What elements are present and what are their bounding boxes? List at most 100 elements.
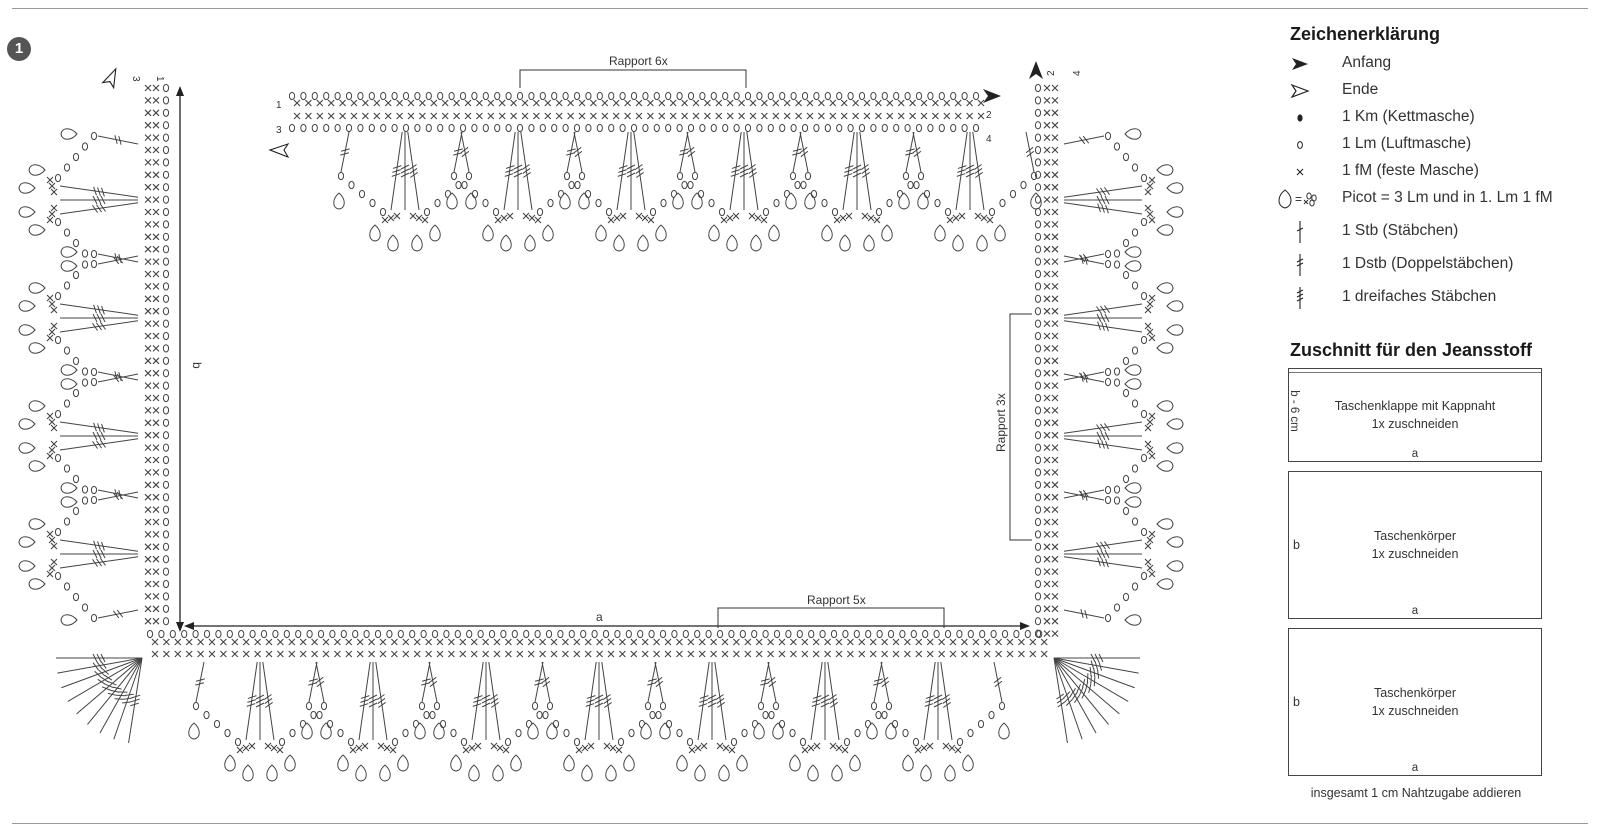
chain-stitch — [357, 91, 364, 101]
single-crochet-stitch — [528, 214, 536, 222]
chain-stitch — [1113, 142, 1121, 151]
stitch-tick — [912, 146, 921, 154]
picot-stitch — [18, 324, 36, 336]
chain-stitch — [979, 629, 986, 639]
chain-stitch — [563, 728, 570, 738]
stitch-tick — [1070, 688, 1076, 697]
chain-stitch — [1140, 571, 1148, 581]
stitch-tick — [830, 702, 838, 708]
single-crochet-stitch — [1051, 295, 1059, 303]
cut-piece-name: Taschenkörper — [1374, 529, 1456, 543]
chain-stitch — [768, 710, 775, 720]
picot-stitch — [1166, 560, 1184, 572]
single-crochet-stitch — [151, 638, 159, 646]
chain-stitch — [813, 91, 820, 101]
picot-stitch — [1156, 342, 1174, 354]
chain-stitch — [870, 123, 877, 133]
stitch-tick — [634, 164, 643, 170]
stitch-tick — [747, 164, 756, 170]
picot-stitch — [753, 722, 765, 740]
legend: Zeichenerklärung Anfang Ende 1 Km (Kettm… — [1278, 24, 1590, 318]
single-crochet-stitch — [539, 638, 547, 646]
chain-stitch — [591, 629, 598, 639]
single-crochet-stitch — [231, 650, 239, 658]
single-crochet-stitch — [869, 650, 877, 658]
single-crochet-stitch — [144, 220, 152, 228]
chain-stitch — [90, 613, 98, 623]
stitch-tick — [131, 694, 141, 699]
stitch-tick — [92, 195, 98, 205]
chain-stitch — [773, 629, 781, 639]
chain-stitch — [595, 198, 602, 208]
stitch-tick — [1078, 490, 1086, 499]
picot-stitch — [952, 234, 964, 252]
single-crochet-stitch — [1051, 456, 1059, 464]
single-crochet-stitch — [1043, 580, 1051, 588]
chain-stitch — [72, 152, 80, 162]
chain-stitch — [708, 198, 715, 208]
stitch-tick — [490, 698, 499, 704]
single-crochet-stitch — [858, 638, 866, 646]
rapport-top-label: Rapport 6x — [609, 54, 668, 68]
chain-stitch — [162, 195, 170, 204]
single-crochet-stitch — [208, 650, 216, 658]
picot-stitch — [563, 754, 575, 772]
single-crochet-stitch — [152, 419, 160, 427]
picot-stitch — [510, 754, 522, 772]
chain-stitch — [323, 123, 330, 133]
chain-stitch — [352, 629, 359, 639]
stitch-tick — [1104, 431, 1110, 441]
stitch-tick — [114, 371, 118, 381]
stitch-tick — [94, 670, 102, 678]
single-crochet-stitch — [152, 406, 160, 414]
picot-stitch — [28, 342, 46, 354]
chain-stitch — [1034, 604, 1042, 613]
stitch-tick — [1100, 541, 1106, 550]
chain-stitch — [54, 527, 62, 537]
single-crochet-stitch — [1051, 592, 1059, 600]
single-crochet-stitch — [322, 638, 330, 646]
single-crochet-stitch — [720, 216, 728, 224]
single-crochet-stitch — [152, 431, 160, 439]
single-crochet-stitch — [1029, 638, 1037, 646]
stitch-tick — [566, 148, 576, 152]
seam-allowance-note: insgesamt 1 cm Nahtzugabe addieren — [1310, 786, 1522, 800]
treble-stitch — [97, 255, 139, 265]
single-crochet-stitch — [658, 99, 666, 107]
single-crochet-stitch — [914, 746, 922, 754]
chain-stitch — [1034, 418, 1042, 427]
double-crochet-icon — [1296, 221, 1304, 243]
single-crochet-stitch — [1043, 320, 1051, 328]
single-crochet-stitch — [46, 334, 54, 342]
single-crochet-stitch — [144, 146, 152, 154]
row-number: 4 — [1072, 70, 1083, 76]
picot-stitch — [976, 234, 988, 252]
single-crochet-stitch — [152, 307, 160, 315]
single-crochet-stitch — [852, 112, 860, 120]
stitch-tick — [1104, 313, 1110, 323]
chain-stitch — [488, 629, 496, 639]
chain-stitch — [380, 123, 387, 133]
picot-stitch — [28, 164, 46, 176]
side-a-dimension: a — [184, 610, 1030, 630]
chain-stitch — [642, 123, 649, 133]
chain-stitch — [505, 123, 512, 133]
picot-stitch — [676, 754, 688, 772]
picot-stitch — [28, 518, 46, 530]
single-crochet-stitch — [1043, 295, 1051, 303]
chain-stitch — [162, 579, 170, 589]
chain-stitch — [551, 123, 558, 133]
end-arrow-left-icon — [101, 67, 117, 90]
single-crochet-stitch — [327, 99, 335, 107]
stitch-tick — [647, 682, 657, 686]
picot-stitch — [266, 764, 278, 782]
single-crochet-stitch — [555, 112, 563, 120]
chain-stitch — [665, 123, 672, 133]
chain-stitch — [505, 91, 512, 101]
single-crochet-stitch — [664, 650, 672, 658]
chain-stitch — [568, 629, 575, 639]
single-crochet-stitch — [675, 650, 683, 658]
picot-stitch — [333, 192, 345, 210]
chain-stitch — [1034, 294, 1042, 303]
picot-stitch — [1124, 378, 1142, 390]
